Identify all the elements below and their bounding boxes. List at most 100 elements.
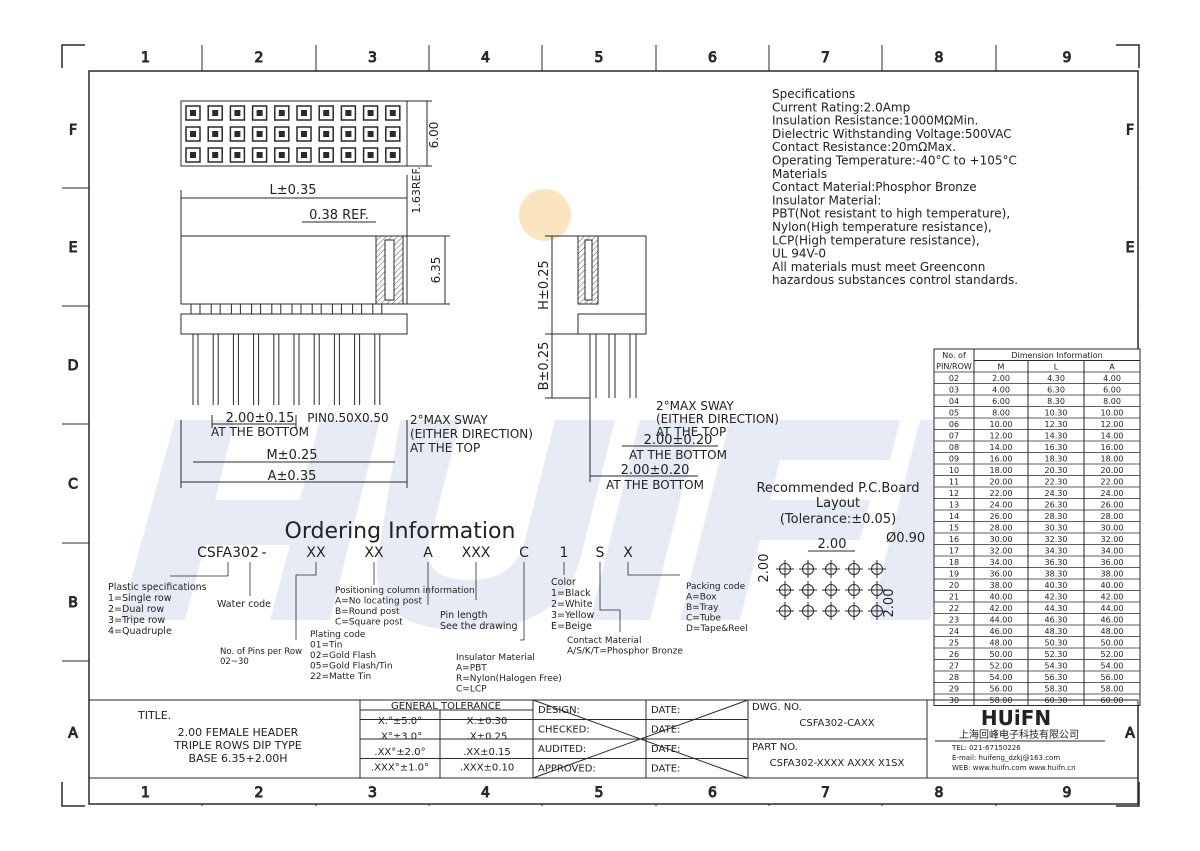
socket-contact: [190, 131, 196, 137]
spec-line: PBT(Not resistant to high temperature),: [772, 207, 1010, 221]
sway-line2: (EITHER DIRECTION): [410, 427, 533, 441]
note-insulator: R=Nylon(Halogen Free): [456, 674, 562, 684]
date-label: DATE:: [651, 764, 680, 775]
zone-row-left-C: C: [68, 477, 78, 493]
table-cell: 38.30: [1045, 570, 1068, 579]
pcb-hole-dia: Ø0.90: [886, 531, 925, 546]
table-cell: 18.00: [990, 466, 1013, 475]
socket: [318, 126, 334, 142]
pcb-pitch-y-right: 2.00: [882, 589, 897, 618]
table-cell: 6.00: [992, 397, 1010, 406]
table-cell: 44.00: [1101, 604, 1124, 613]
note-insulator: Insulator Material: [456, 653, 535, 663]
table-cell: 40.00: [990, 593, 1013, 602]
table-cell: 46.00: [990, 627, 1013, 636]
sway-line3: AT THE TOP: [410, 441, 480, 455]
table-cell: 20.00: [990, 478, 1013, 487]
spec-line: hazardous substances control standards.: [772, 273, 1018, 287]
note-plating: 22=Matte Tin: [310, 672, 371, 682]
pin-collar: [271, 303, 282, 315]
table-cell: 2.00: [992, 374, 1010, 383]
note-plastic: 4=Quadruple: [108, 626, 172, 637]
note-plating: 05=Gold Flash/Tin: [310, 662, 393, 672]
leader-line: [627, 562, 680, 576]
table-col-head: A: [1109, 363, 1115, 372]
note-position: Positioning column information: [335, 586, 475, 596]
table-cell: 46.30: [1045, 616, 1068, 625]
front-body: [180, 235, 408, 305]
table-cell: 24.30: [1045, 489, 1068, 498]
table-cell: 56.00: [1101, 673, 1124, 682]
spec-line: UL 94V-0: [772, 247, 826, 261]
note-contact: A/S/K/T=Phosphor Bronze: [567, 647, 683, 657]
table-cell: 28.00: [1101, 512, 1124, 521]
note-packing: B=Tray: [686, 603, 719, 613]
watermark-letters: [120, 420, 1110, 630]
front-view: L±0.35 0.38 REF. 1.63REF. 6.35 2.00±0.15…: [180, 166, 533, 488]
table-cell: 8.00: [1103, 397, 1121, 406]
socket: [207, 126, 223, 142]
table-cell: 18.00: [1101, 455, 1124, 464]
front-pins: [190, 303, 383, 405]
table-cell: 22: [949, 604, 959, 613]
socket: [296, 126, 312, 142]
dim-a: A±0.35: [268, 469, 317, 484]
table-cell: 16.30: [1045, 443, 1068, 452]
spec-line: Nylon(High temperature resistance),: [772, 220, 992, 234]
table-cell: 16.00: [1101, 443, 1124, 452]
table-col-head: M: [998, 363, 1005, 372]
table-cell: 25: [949, 639, 959, 648]
note-plastic: 1=Single row: [108, 593, 172, 604]
note-water: Water code: [217, 599, 271, 610]
zone-row-left-B: B: [68, 595, 78, 611]
socket-contact: [367, 152, 374, 158]
socket: [362, 147, 379, 163]
tol-linear: .XX±0.15: [463, 747, 511, 758]
note-color: 1=Black: [551, 588, 591, 599]
table-cell: 38.00: [1101, 570, 1124, 579]
socket: [185, 105, 201, 121]
note-plating: 01=Tin: [310, 641, 342, 651]
note-pin-length: Pin length: [440, 610, 487, 621]
note-plating: Plating code: [310, 630, 366, 640]
socket: [251, 147, 268, 163]
table-cell: 46.00: [1101, 616, 1124, 625]
table-cell: 18: [949, 558, 959, 567]
socket-contact: [212, 131, 219, 137]
spec-line: Contact Resistance:20mΩMax.: [772, 140, 956, 154]
tol-linear: .X±0.25: [467, 732, 508, 743]
socket: [274, 105, 290, 121]
order-code-seg: X: [623, 545, 633, 561]
side-pitch-bottom: 2.00±0.20: [621, 463, 690, 478]
dwg-no: CSFA302-CAXX: [799, 718, 874, 729]
socket-contact: [234, 131, 241, 137]
table-cell: 58.30: [1045, 685, 1068, 694]
order-code-seg: S: [596, 545, 605, 561]
socket-contact: [301, 131, 307, 137]
table-cell: 32.00: [990, 547, 1013, 556]
table-cell: 56.30: [1045, 673, 1068, 682]
table-cell: 38.00: [990, 581, 1013, 590]
socket: [385, 147, 401, 163]
socket: [274, 126, 290, 142]
table-cell: 34.30: [1045, 547, 1068, 556]
table-cell: 14.30: [1045, 432, 1068, 441]
table-cell: 24.00: [1101, 489, 1124, 498]
table-cell: 09: [949, 455, 959, 464]
pcb-title3: (Tolerance:±0.05): [780, 512, 896, 527]
order-code-seg: XXX: [462, 545, 491, 561]
table-cell: 42.00: [1101, 593, 1124, 602]
socket: [385, 105, 401, 121]
pin-collar: [331, 303, 342, 315]
pin-collar: [291, 303, 302, 315]
table-cell: 12: [949, 489, 959, 498]
table-head-left: No. of: [942, 351, 966, 360]
zone-col-top-4: 4: [481, 50, 490, 66]
socket: [296, 147, 312, 163]
table-cell: 28: [949, 673, 959, 682]
socket-contact: [234, 110, 241, 116]
table-cell: 10.00: [1101, 409, 1124, 418]
socket-contact: [234, 152, 241, 158]
